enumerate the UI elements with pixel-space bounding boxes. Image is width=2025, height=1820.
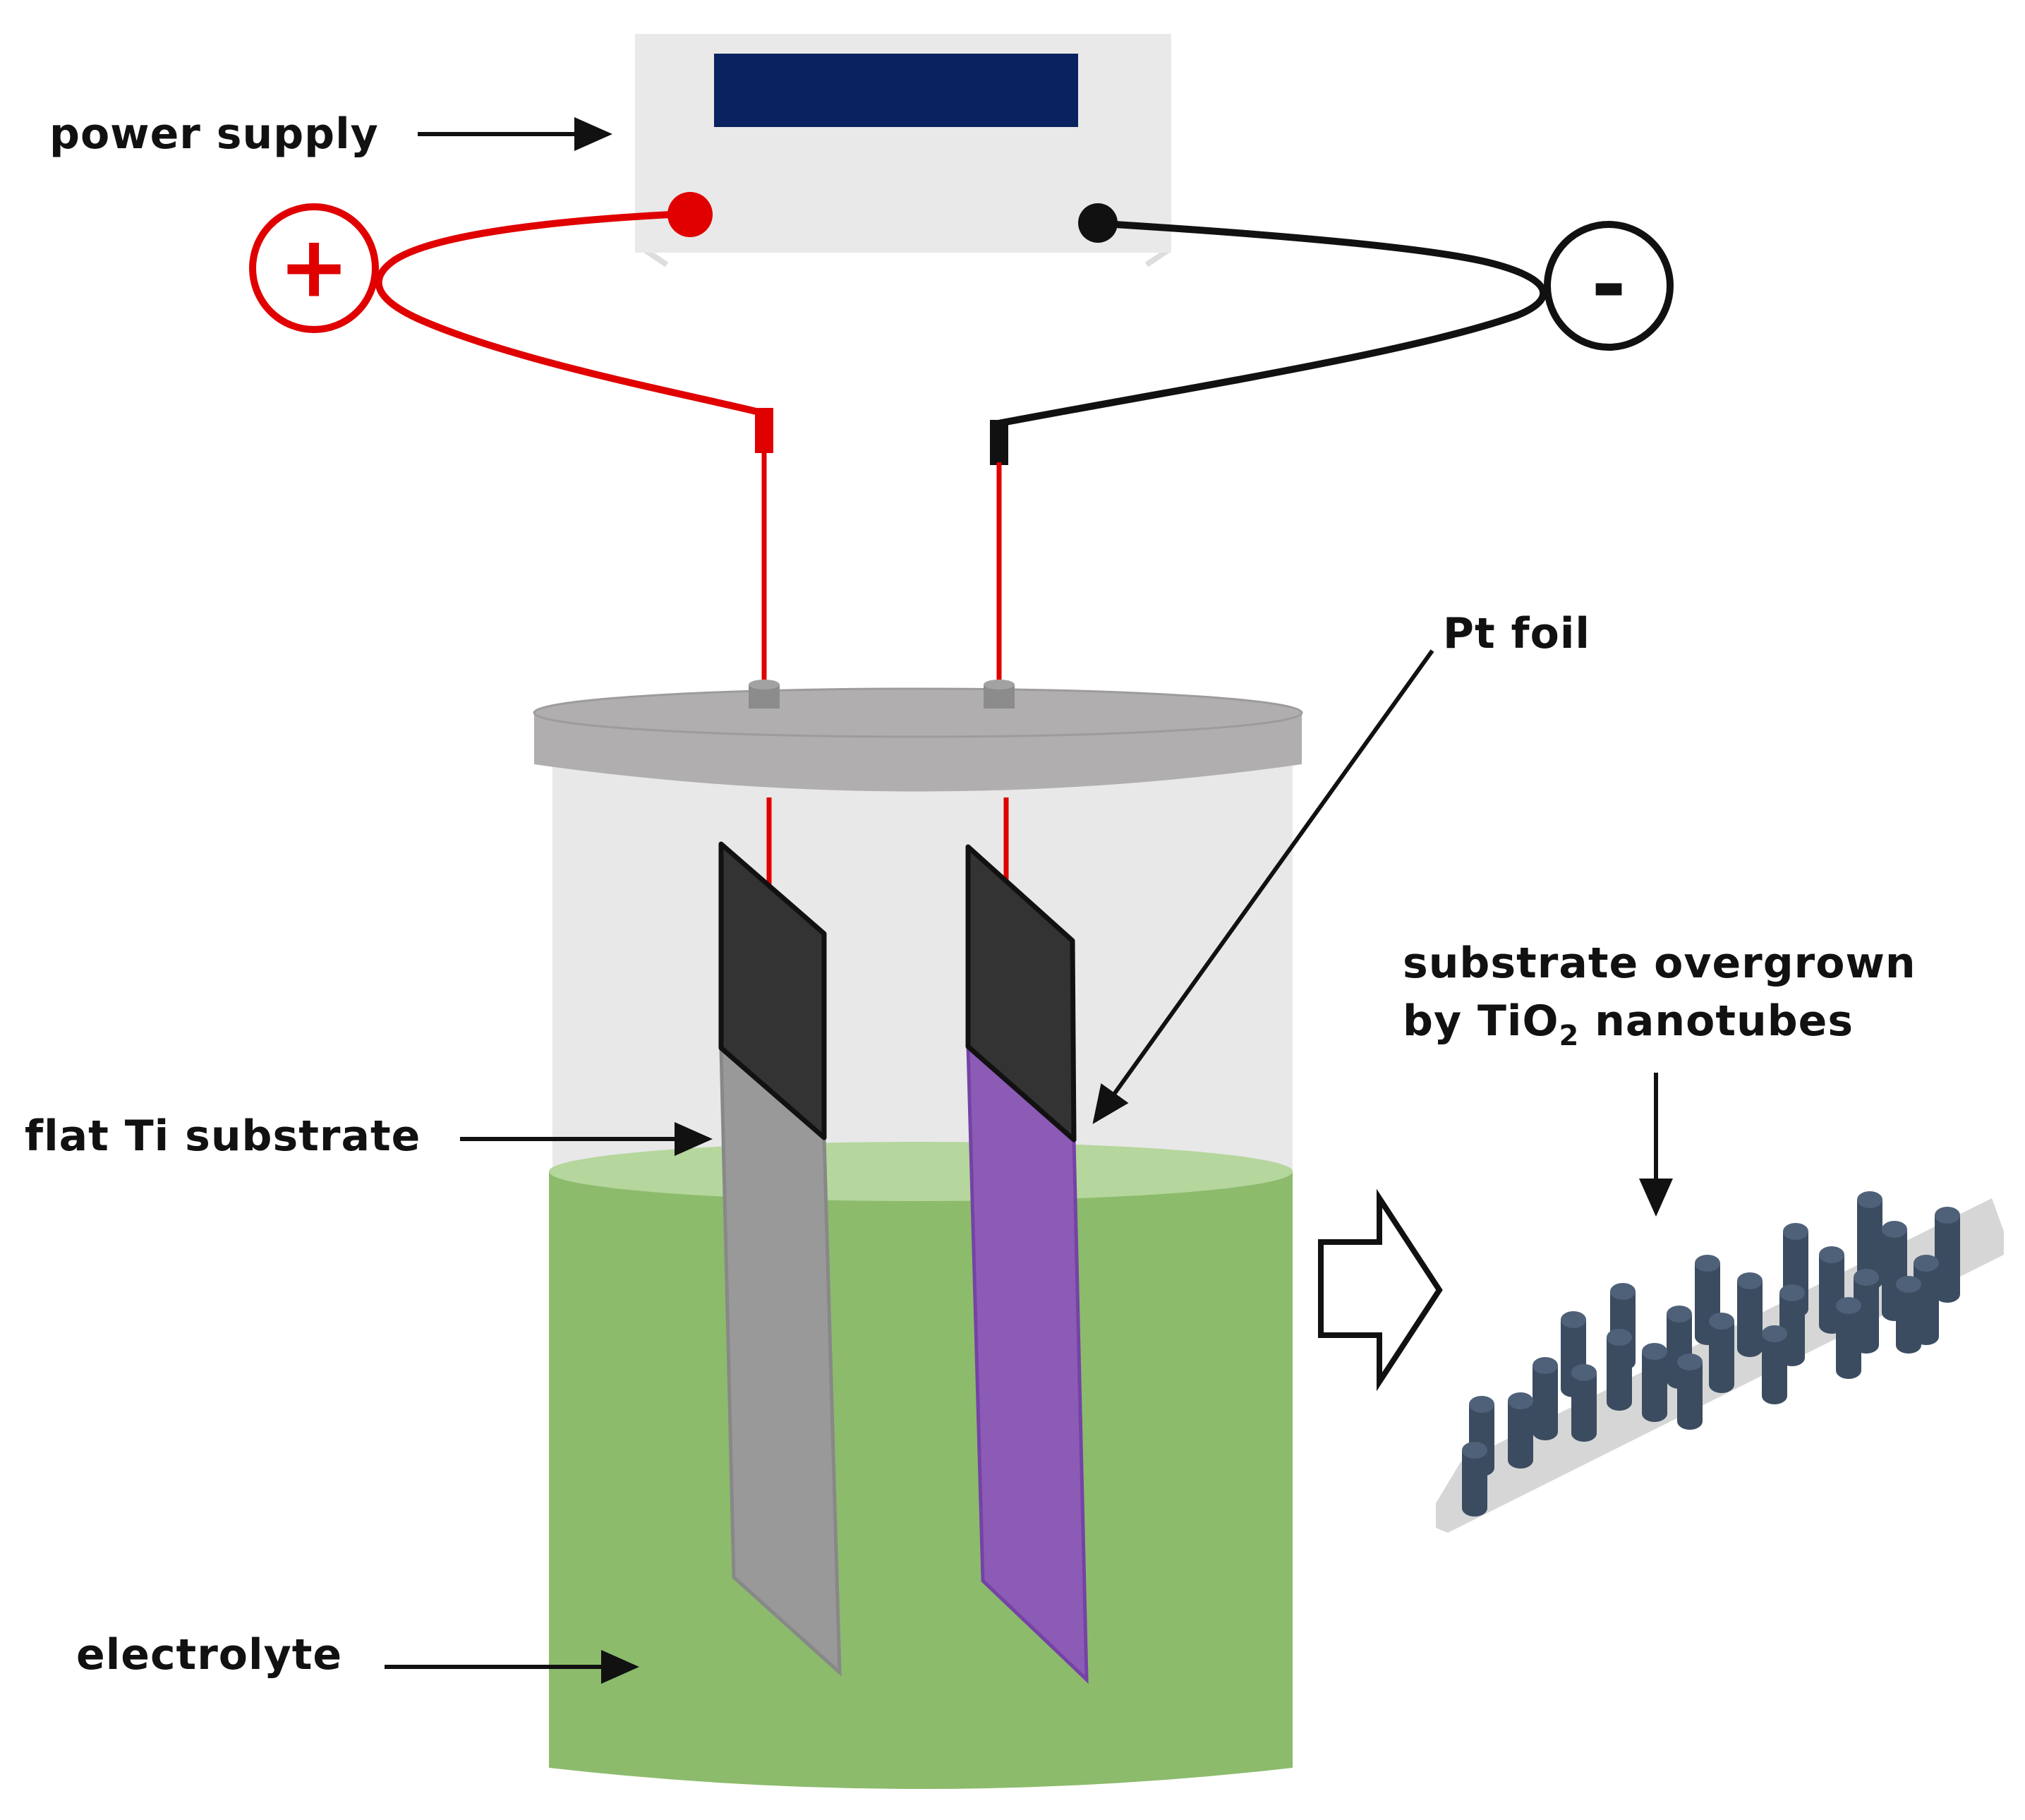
- nanotube-top: [1737, 1272, 1763, 1289]
- nanotube-top: [1508, 1392, 1533, 1409]
- result-label-line1: substrate overgrown: [1403, 939, 1916, 988]
- nanotube: [1857, 1200, 1882, 1290]
- plus-sign: +: [279, 219, 350, 317]
- nanotube-top: [1533, 1357, 1558, 1374]
- nanotube: [1737, 1281, 1763, 1357]
- result-label-subscript: 2: [1559, 1020, 1580, 1052]
- nanotube-top: [1882, 1221, 1907, 1238]
- nanotube-top: [1469, 1396, 1494, 1413]
- cathode-clip: [990, 420, 1008, 465]
- flat-ti-substrate-label: flat Ti substrate: [25, 1111, 421, 1161]
- nanotube: [1762, 1334, 1787, 1404]
- nanotube: [1709, 1321, 1734, 1393]
- minus-symbol: -: [1544, 221, 1674, 351]
- nanotube: [1642, 1351, 1667, 1422]
- nanotube: [1462, 1450, 1487, 1517]
- plus-symbol: +: [249, 203, 379, 333]
- nanotube: [1836, 1306, 1861, 1379]
- pt-clip: [965, 844, 1077, 1143]
- nanotube: [1607, 1337, 1632, 1411]
- nanotube-top: [1935, 1207, 1960, 1224]
- result-label-line2: by TiO2 nanotubes: [1403, 1000, 1854, 1050]
- nanotube: [1896, 1284, 1921, 1354]
- nanotube-top: [1857, 1191, 1882, 1208]
- anode-clip: [755, 408, 773, 453]
- power-supply-display: [714, 54, 1078, 127]
- nanotube-top: [1914, 1255, 1939, 1272]
- nanotube-top: [1561, 1311, 1586, 1328]
- nanotube-top: [1896, 1276, 1921, 1293]
- nanotube: [1571, 1373, 1597, 1442]
- nanotube: [1533, 1366, 1558, 1440]
- electrolyte-surface: [549, 1142, 1293, 1201]
- nanotube-top: [1819, 1246, 1844, 1263]
- nanotube-top: [1854, 1269, 1879, 1286]
- negative-terminal: [1078, 203, 1118, 243]
- pt-foil-arrow: [1092, 649, 1434, 1124]
- result-label-pre: by TiO: [1403, 996, 1559, 1046]
- anode-wire: [375, 211, 763, 416]
- positive-terminal: [667, 192, 713, 237]
- nanotube: [1677, 1362, 1703, 1430]
- nanotube-top: [1667, 1306, 1692, 1322]
- nanotube-top: [1783, 1223, 1808, 1240]
- nanotube-substrate: [1436, 1191, 2004, 1533]
- beaker-lid: [533, 680, 1303, 792]
- nanotube-top: [1610, 1283, 1636, 1300]
- nanotube-top: [1695, 1255, 1720, 1272]
- minus-sign: -: [1591, 236, 1626, 335]
- nanotube: [1935, 1215, 1960, 1303]
- nanotube-top: [1779, 1284, 1805, 1301]
- electrolyte-liquid: [549, 1142, 1293, 1789]
- nanotube-top: [1677, 1354, 1703, 1370]
- pt-foil-electrode: [965, 844, 1089, 1684]
- power-supply-label: power supply: [49, 109, 379, 159]
- ti-substrate-electrode: [718, 841, 842, 1677]
- ti-clip: [718, 841, 827, 1140]
- nanotube-top: [1642, 1343, 1667, 1360]
- nanotube-top: [1571, 1364, 1597, 1381]
- nanotube-top: [1836, 1297, 1861, 1314]
- process-arrow-icon: [1318, 1188, 1443, 1392]
- nanotube-top: [1607, 1329, 1632, 1346]
- power-supply: [635, 34, 1171, 267]
- result-label-post: nanotubes: [1579, 996, 1854, 1046]
- nanotube: [1508, 1401, 1533, 1469]
- nanotube-array: [1462, 1191, 1960, 1517]
- nanotube-top: [1462, 1442, 1487, 1459]
- pt-foil-label: Pt foil: [1443, 609, 1591, 658]
- nanotube-top: [1762, 1325, 1787, 1342]
- nanotube-top: [1709, 1313, 1734, 1330]
- electrolyte-label: electrolyte: [76, 1630, 343, 1680]
- cathode-wire: [998, 221, 1547, 427]
